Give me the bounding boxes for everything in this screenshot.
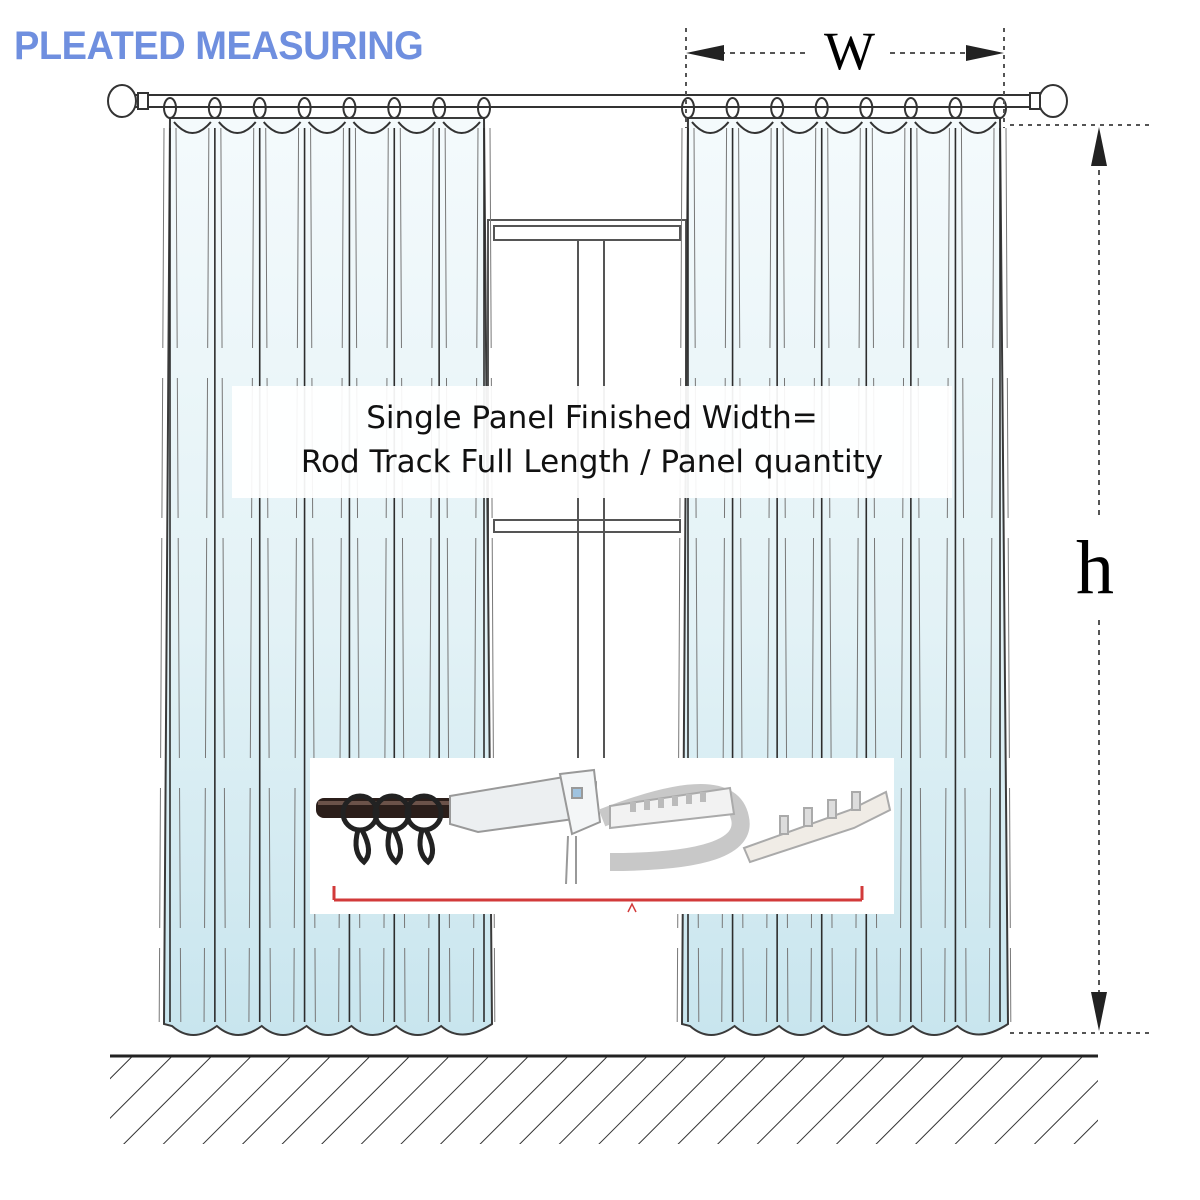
- width-label: W: [824, 21, 875, 81]
- hardware-examples: [310, 758, 894, 914]
- formula-box: Single Panel Finished Width= Rod Track F…: [232, 386, 952, 498]
- curtain-rod: [107, 84, 1068, 119]
- span-marker: [332, 886, 864, 913]
- floor: [110, 1054, 1098, 1144]
- width-dimension: [685, 28, 1005, 128]
- flexible-track-icon: [742, 790, 892, 864]
- formula-line-1: Single Panel Finished Width=: [366, 400, 818, 436]
- formula-line-2: Rod Track Full Length / Panel quantity: [300, 444, 884, 480]
- page-title: PLEATED MEASURING: [14, 24, 424, 68]
- ceiling-track-icon: [449, 768, 602, 885]
- rod-with-rings-icon: [316, 793, 456, 866]
- height-dimension: [1010, 124, 1150, 1034]
- height-label: h: [1076, 526, 1114, 610]
- curved-track-icon: [598, 784, 750, 871]
